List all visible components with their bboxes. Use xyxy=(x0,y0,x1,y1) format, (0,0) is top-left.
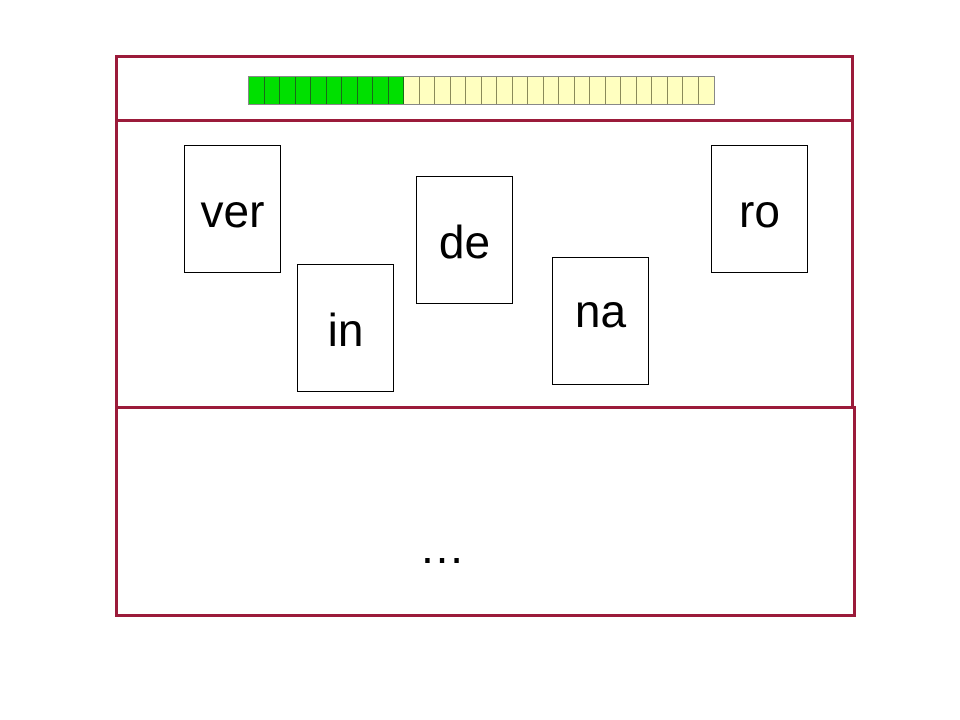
progress-segment-done xyxy=(295,77,311,104)
progress-segment-done xyxy=(373,77,389,104)
answer-area xyxy=(115,406,856,617)
progress-segment-done xyxy=(342,77,358,104)
progress-segment-done xyxy=(249,77,265,104)
syllable-card-ver[interactable]: ver xyxy=(184,145,281,273)
syllable-card-na[interactable]: na xyxy=(552,257,649,385)
syllable-card-label: in xyxy=(327,304,364,356)
progress-bar xyxy=(248,76,715,105)
progress-segment-remaining xyxy=(543,77,559,104)
progress-segment-remaining xyxy=(512,77,528,104)
syllable-card-label: de xyxy=(438,216,491,268)
progress-segment-remaining xyxy=(466,77,482,104)
syllable-card-in[interactable]: in xyxy=(297,264,394,392)
progress-segment-done xyxy=(264,77,280,104)
progress-segment-done xyxy=(311,77,327,104)
progress-segment-remaining xyxy=(419,77,435,104)
progress-segment-remaining xyxy=(605,77,621,104)
syllable-card-label: na xyxy=(574,285,627,337)
progress-segment-remaining xyxy=(528,77,544,104)
progress-segment-remaining xyxy=(404,77,420,104)
progress-segment-remaining xyxy=(497,77,513,104)
syllable-card-de[interactable]: de xyxy=(416,176,513,304)
progress-segment-remaining xyxy=(698,77,714,104)
syllable-card-label: ver xyxy=(200,185,265,237)
syllable-card-label: ro xyxy=(739,185,780,237)
progress-segment-remaining xyxy=(481,77,497,104)
progress-segment-done xyxy=(357,77,373,104)
progress-segment-remaining xyxy=(652,77,668,104)
progress-segment-remaining xyxy=(590,77,606,104)
progress-segment-remaining xyxy=(450,77,466,104)
progress-segment-remaining xyxy=(559,77,575,104)
progress-segment-done xyxy=(326,77,342,104)
progress-segment-done xyxy=(280,77,296,104)
progress-segment-done xyxy=(388,77,404,104)
progress-segment-remaining xyxy=(636,77,652,104)
progress-segment-remaining xyxy=(667,77,683,104)
progress-segment-remaining xyxy=(683,77,699,104)
syllable-card-ro[interactable]: ro xyxy=(711,145,808,273)
answer-placeholder-text: … xyxy=(419,521,465,573)
progress-segment-remaining xyxy=(621,77,637,104)
progress-segment-remaining xyxy=(435,77,451,104)
progress-segment-remaining xyxy=(574,77,590,104)
